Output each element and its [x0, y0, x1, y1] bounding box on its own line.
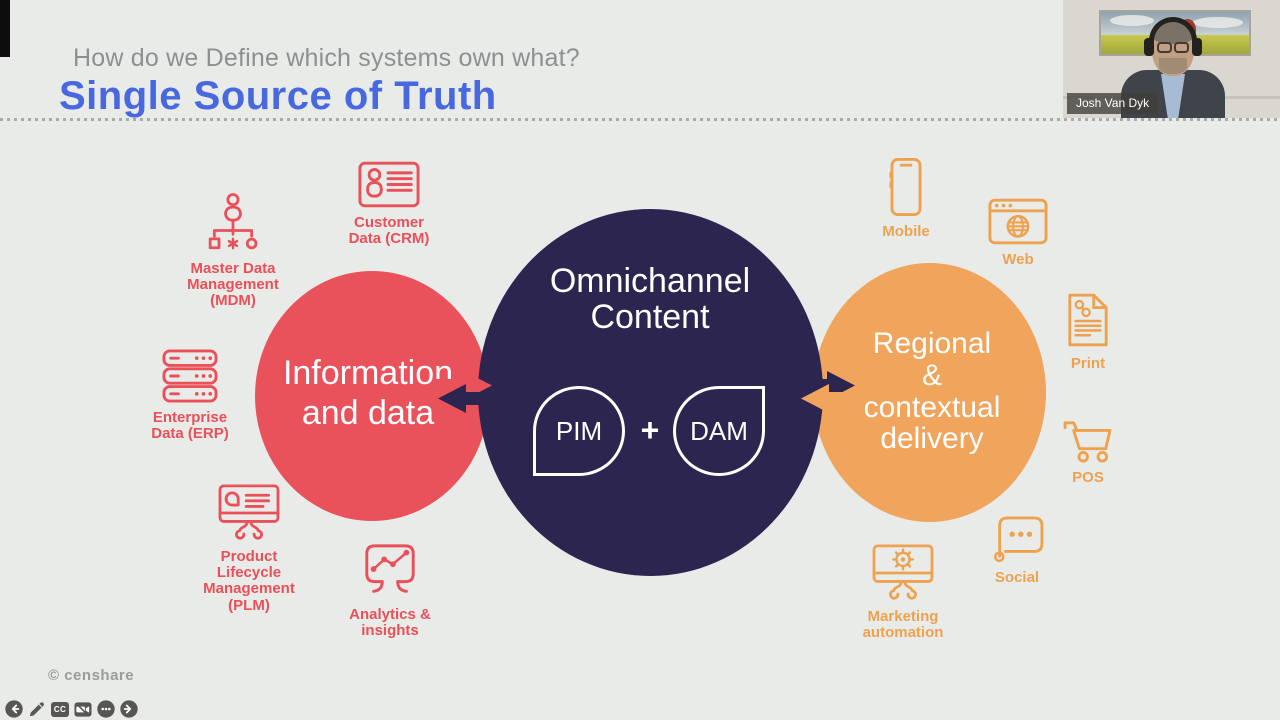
system-item-mdm: Master Data Management (MDM)	[163, 192, 303, 310]
channel-item-mobile: Mobile	[856, 157, 956, 240]
pencil-icon[interactable]	[28, 700, 46, 718]
system-item-crm: Customer Data (CRM)	[319, 161, 459, 247]
glasses-icon	[1157, 42, 1172, 53]
headphone-earcup-icon	[1144, 38, 1154, 56]
speech-bubble-icon	[990, 515, 1044, 563]
channel-label: POS	[1072, 469, 1104, 486]
system-label: Analytics & insights	[349, 606, 431, 640]
page-title: Single Source of Truth	[59, 74, 497, 118]
channel-item-social: Social	[967, 515, 1067, 586]
player-toolbar: CC	[5, 700, 138, 718]
dotted-divider	[0, 118, 1280, 121]
dam-shape: DAM	[673, 386, 765, 476]
channel-label: Mobile	[882, 223, 930, 240]
arrow-right-circle-icon[interactable]	[120, 700, 138, 718]
glasses-icon	[1174, 42, 1189, 53]
pim-shape: PIM	[533, 386, 625, 476]
arrow-left-circle-icon[interactable]	[5, 700, 23, 718]
slide-subtitle: How do we Define which systems own what?	[73, 44, 580, 72]
headphones-icon	[1149, 17, 1197, 43]
dam-label: DAM	[690, 415, 748, 446]
headphone-earcup-icon	[1192, 38, 1202, 56]
channel-item-pos: POS	[1038, 419, 1138, 486]
copyright-label: © censhare	[48, 667, 135, 684]
ellipsis-circle-icon[interactable]	[97, 700, 115, 718]
system-item-erp: Enterprise Data (ERP)	[120, 349, 260, 442]
system-label: Product Lifecycle Management (PLM)	[203, 548, 295, 614]
system-item-plm: Product Lifecycle Management (PLM)	[179, 484, 319, 614]
shopping-cart-icon	[1062, 419, 1114, 463]
left-exchange-arrows-icon	[434, 371, 496, 413]
monitor-gear-icon	[872, 544, 934, 602]
system-label: Customer Data (CRM)	[348, 214, 430, 248]
participant-name-label: Josh Van Dyk	[1067, 93, 1159, 114]
channel-label: Marketing automation	[862, 608, 944, 642]
corner-bar	[0, 0, 10, 57]
server-stack-icon	[162, 349, 218, 403]
cc-label: CC	[51, 701, 69, 717]
monitor-stand-icon	[218, 484, 280, 542]
org-chart-icon	[205, 192, 261, 254]
contact-card-icon	[358, 161, 420, 208]
video-off-icon[interactable]	[74, 700, 92, 718]
channel-item-print: Print	[1038, 291, 1138, 372]
information-data-label: Information and data	[282, 354, 454, 433]
channel-label: Print	[1070, 355, 1106, 372]
system-item-analytics: Analytics & insights	[320, 542, 460, 639]
omnichannel-content-circle	[478, 209, 823, 576]
channel-label: Web	[1002, 251, 1034, 268]
document-icon	[1066, 291, 1110, 349]
speaker-beard	[1159, 58, 1187, 74]
webcam-video-tile[interactable]: Josh Van Dyk	[1063, 0, 1280, 118]
system-label: Master Data Management (MDM)	[187, 260, 279, 310]
right-exchange-arrows-icon	[797, 371, 859, 413]
system-label: Enterprise Data (ERP)	[151, 409, 229, 443]
delivery-label: Regional & contextual delivery	[863, 327, 1001, 456]
plus-sign: +	[640, 412, 660, 448]
channel-label: Social	[994, 569, 1040, 586]
channel-item-web: Web	[958, 198, 1078, 268]
chart-bubble-icon	[361, 542, 419, 600]
omnichannel-content-label: Omnichannel Content	[549, 262, 751, 336]
cc-icon[interactable]: CC	[51, 700, 69, 718]
smartphone-icon	[889, 157, 923, 217]
browser-globe-icon	[988, 198, 1048, 245]
channel-item-marketing-automation: Marketing automation	[843, 544, 963, 641]
pim-label: PIM	[555, 415, 603, 446]
